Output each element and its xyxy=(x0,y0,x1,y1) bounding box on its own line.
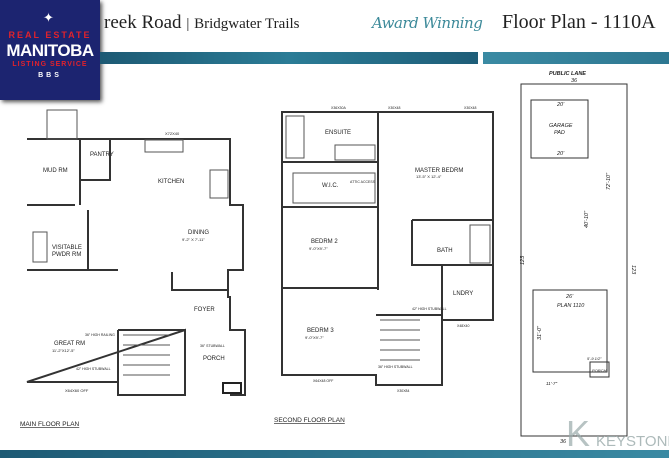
room-mud: MUD RM xyxy=(43,168,68,174)
keystone-k: K xyxy=(566,413,590,454)
note-stub-42: 42" HIGH STUBWALL xyxy=(412,307,447,311)
room-wic: W.I.C. xyxy=(322,183,339,189)
room-master-dim: 13'-5" X 12'-4" xyxy=(416,174,442,179)
second-floor-walls xyxy=(281,111,494,386)
room-pwdr-1: VISITABLE xyxy=(52,245,82,251)
note-win-2: X30X48 xyxy=(388,106,401,110)
header-band-right xyxy=(483,52,669,64)
street-name: reek Road xyxy=(104,12,182,33)
site-dim-b: 5'-9 1/2" xyxy=(587,356,602,361)
room-great: GREAT RM xyxy=(54,341,85,347)
site-plan-labels: PUBLIC LANE 36 36 123 123 GARAGE PAD 20'… xyxy=(520,71,636,445)
second-floor-labels: ENSUITE MASTER BEDRM 13'-5" X 12'-4" W.I… xyxy=(274,106,477,424)
room-dining-dim: 9'-2" X 7'-11" xyxy=(182,237,205,242)
room-master: MASTER BEDRM xyxy=(415,168,463,174)
note-win-laundry: X48X40 xyxy=(457,324,470,328)
page-title: reek Road | Bridgwater Trails xyxy=(104,12,300,34)
garage-depth: 20' xyxy=(556,151,565,157)
room-great-dim: 11'-2"X12'-5" xyxy=(52,348,75,353)
room-bedrm-3: BEDRM 3 xyxy=(307,328,334,334)
garage-width: 20' xyxy=(556,102,565,108)
title-separator: | xyxy=(186,16,190,32)
room-bedrm-2-dim: 9'-0"X9'-7" xyxy=(309,246,328,251)
house-depth: 31'-0" xyxy=(537,325,543,340)
room-bath: BATH xyxy=(437,248,453,254)
site-right-len: 123 xyxy=(630,265,636,275)
room-bedrm-2: BEDRM 2 xyxy=(311,239,338,245)
main-floor-fixtures xyxy=(32,109,242,394)
room-dining: DINING xyxy=(188,230,209,236)
house-width: 26' xyxy=(565,294,574,300)
note-win-stair: X30X84 xyxy=(397,389,410,393)
second-floor-plan-title: SECOND FLOOR PLAN xyxy=(274,417,345,424)
room-foyer: FOYER xyxy=(194,307,215,313)
logo-line1: REAL ESTATE xyxy=(8,30,92,40)
site-bottom-width: 36 xyxy=(560,439,567,445)
public-lane-label: PUBLIC LANE xyxy=(549,71,586,77)
note-stubwall: 42" HIGH STUBWALL xyxy=(76,367,111,371)
room-laundry: LNDRY xyxy=(453,291,473,297)
room-kitchen: KITCHEN xyxy=(158,179,184,185)
community-name: Bridgwater Trails xyxy=(194,16,300,32)
keystone-text: KEYSTONE xyxy=(596,433,669,450)
header-band-left xyxy=(100,52,478,64)
note-attic: ATTIC ACCESS xyxy=(350,180,376,184)
logo-line4: BBS xyxy=(38,72,62,79)
room-pantry: PANTRY xyxy=(90,152,114,158)
note-window-bottom: X64X60 OFF xyxy=(65,388,89,393)
logo-line2: MANITOBA xyxy=(6,41,94,60)
realestate-manitoba-logo: ✦ REAL ESTATE MANITOBA LISTING SERVICE B… xyxy=(0,0,100,100)
note-win-1: X36X30A xyxy=(331,106,346,110)
house-label: PLAN 1110 xyxy=(557,303,585,309)
note-window-top: X72X40 xyxy=(165,131,180,136)
note-win-bottom: X64X48 OFF xyxy=(313,379,333,383)
note-win-3: X30X48 xyxy=(464,106,477,110)
main-floor-walls xyxy=(26,138,246,396)
garage-label-2: PAD xyxy=(554,130,565,136)
site-left-len: 123 xyxy=(520,255,526,265)
room-pwdr-2: PWDR RM xyxy=(52,252,81,258)
site-plan-lines xyxy=(520,83,628,437)
site-top-width: 36 xyxy=(571,78,578,84)
yard-depth: 40'-10" xyxy=(584,210,590,228)
note-porch-stub: 36" STUBWALL xyxy=(200,344,225,348)
main-floor-plan-title: MAIN FLOOR PLAN xyxy=(20,421,80,428)
room-ensuite: ENSUITE xyxy=(325,130,351,136)
room-bedrm-3-dim: 9'-0"X9'-7" xyxy=(305,335,324,340)
main-floor-labels: MUD RM PANTRY KITCHEN DINING 9'-2" X 7'-… xyxy=(20,131,225,428)
site-porch: PORCH xyxy=(592,368,607,373)
logo-line3: LISTING SERVICE xyxy=(12,61,88,68)
rear-setback: 72'-10" xyxy=(606,172,612,190)
plan-title: Floor Plan - 1110A xyxy=(502,11,656,33)
site-dim-a: 11'-7" xyxy=(546,381,558,386)
footer-band xyxy=(0,450,669,458)
award-winning-script: Award Winning xyxy=(372,14,483,32)
garage-label-1: GARAGE xyxy=(549,123,573,129)
second-floor-fixtures xyxy=(285,115,491,361)
room-porch: PORCH xyxy=(203,356,225,362)
keystone-watermark: K KEYSTONE xyxy=(566,413,669,454)
note-stub-36: 36" HIGH STUBWALL xyxy=(378,365,413,369)
note-railing: 36" HIGH RAILING xyxy=(85,333,115,337)
maple-leaf-icon: ✦ xyxy=(43,10,54,25)
